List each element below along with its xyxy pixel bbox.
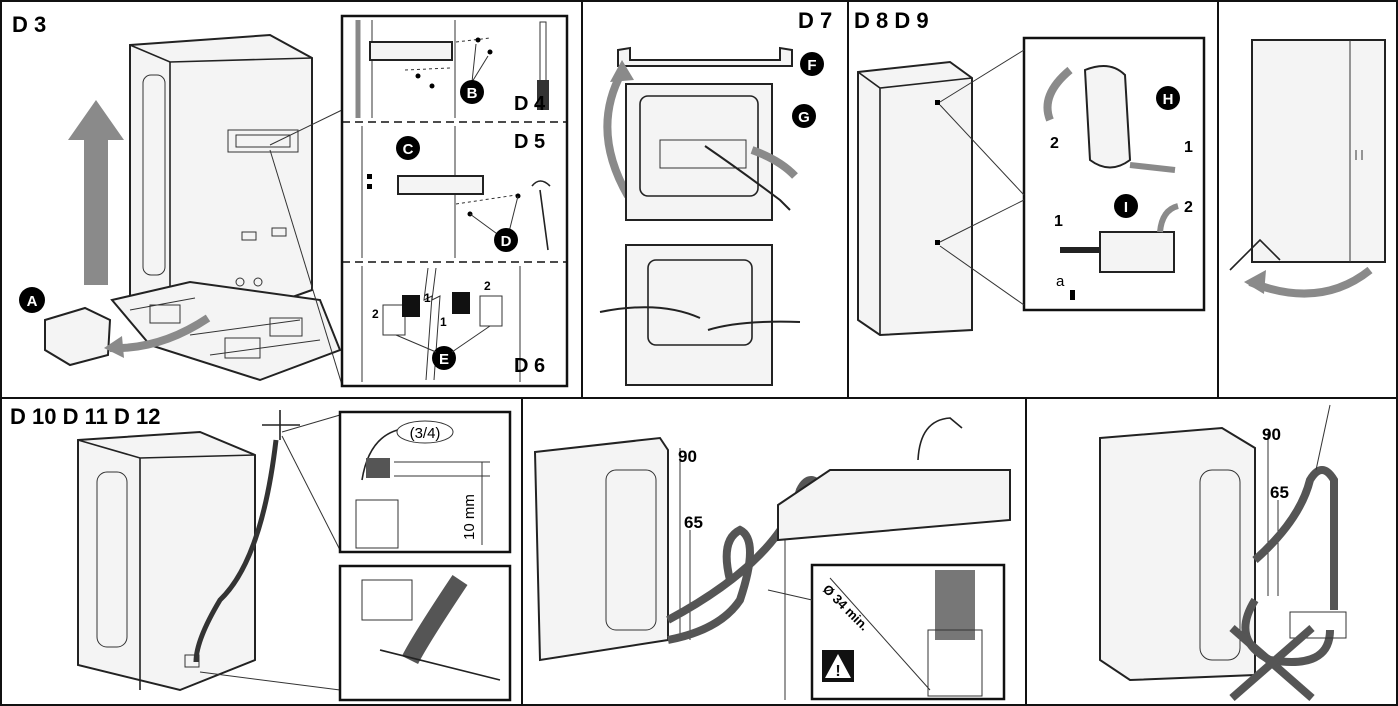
machine-3 [1099, 426, 1256, 682]
hose-detail [401, 575, 468, 665]
rotate-arrow-icon [1043, 66, 1073, 122]
callout-a-text: A [27, 293, 38, 310]
panel-d3: D 3 A [12, 12, 569, 388]
lid-arrowhead-icon [610, 60, 634, 82]
height-90: 90 [678, 447, 697, 466]
panel-foot-adjust [1229, 39, 1386, 298]
d8-step-1: 1 [1184, 139, 1193, 156]
machine-back-2 [77, 430, 256, 692]
sink [777, 469, 1011, 542]
inlet-hose [193, 439, 279, 663]
d6-step-1-left: 1 [424, 291, 431, 305]
hand-right [707, 320, 801, 331]
hand-upper [704, 145, 791, 211]
thread-length: 10 mm [461, 494, 478, 540]
drum-opening-1 [639, 95, 759, 197]
transport-block [44, 306, 112, 367]
label-d6: D 6 [514, 355, 545, 377]
callout-b [460, 80, 484, 104]
floor-drain [1289, 611, 1347, 639]
label-d10-d12: D 10 D 11 D 12 [10, 404, 160, 429]
machine-top-1 [625, 83, 773, 221]
lid [617, 46, 793, 67]
thread-size: (3/4) [410, 425, 441, 442]
d6-step-1-right: 1 [440, 315, 447, 329]
callout-d-text: D [501, 233, 512, 250]
packaging-base [110, 280, 342, 382]
rotate-foot-arrow-icon [1248, 266, 1373, 298]
d6-step-2-right: 2 [484, 279, 491, 293]
faucet [917, 417, 963, 461]
machine-top-2 [625, 244, 773, 386]
label-d4: D 4 [514, 93, 546, 115]
zoom-line-2 [269, 149, 343, 386]
detail-d4 [355, 20, 549, 118]
callout-b-text: B [467, 85, 478, 102]
washing-machine [129, 33, 313, 307]
cap-arrow-icon [1157, 203, 1179, 233]
svg-text:!: ! [835, 663, 840, 680]
callout-a [19, 287, 45, 313]
zoom-line-1 [269, 109, 343, 146]
hand-left [599, 306, 701, 319]
d9-step-a: a [1056, 273, 1065, 290]
d6-step-2-left: 2 [372, 307, 379, 321]
detail-d6 [361, 266, 521, 382]
lid-open-arrow-icon [603, 70, 632, 198]
callout-c [396, 136, 420, 160]
callout-f [800, 52, 824, 76]
machine-back [857, 60, 973, 337]
d9-step-2: 2 [1184, 199, 1193, 216]
callout-h-text: H [1163, 91, 1174, 108]
d9-step-1: 1 [1054, 213, 1063, 230]
height-65-right: 65 [1270, 483, 1289, 502]
callout-e [432, 346, 456, 370]
pull-arrow-icon [1129, 162, 1176, 173]
d8-step-2: 2 [1050, 135, 1059, 152]
label-d5: D 5 [514, 131, 545, 153]
callout-d [494, 228, 518, 252]
callout-c-text: C [403, 141, 414, 158]
remove-arrowhead-icon [104, 336, 124, 358]
label-d8-d9: D 8 D 9 [854, 8, 929, 33]
panel-d8-d9: D 8 D 9 H 2 1 I 1 2 a [854, 8, 1206, 337]
lift-up-arrow-icon [68, 100, 124, 285]
flap-arrow-icon [750, 146, 798, 179]
hook-hose [1252, 466, 1338, 610]
cap [1099, 231, 1175, 273]
hose-clip [1083, 65, 1132, 169]
height-90-right: 90 [1262, 425, 1281, 444]
label-d7: D 7 [798, 8, 832, 33]
panel-drain-hook: 90 65 [1099, 404, 1347, 702]
machine-side [1251, 39, 1386, 263]
callout-g-text: G [798, 109, 810, 126]
callout-i-text: I [1124, 199, 1128, 216]
panel-d10-d12: D 10 D 11 D 12 (3/4) 10 mm [10, 404, 512, 702]
panel-drain-sink: 90 65 Ø 34 min. ! [533, 417, 1011, 701]
callout-g [792, 104, 816, 128]
callout-h [1156, 86, 1180, 110]
tap [262, 410, 300, 440]
height-65: 65 [684, 513, 703, 532]
label-d3: D 3 [12, 12, 46, 37]
detail-d5 [361, 126, 551, 258]
panel-d7: D 7 F G [599, 8, 832, 386]
drum-opening-2 [647, 259, 753, 346]
callout-i [1114, 194, 1138, 218]
machine-side-2 [533, 436, 669, 662]
cross-icon-2 [1229, 624, 1315, 702]
callout-e-text: E [439, 351, 449, 368]
callout-f-text: F [807, 57, 816, 74]
